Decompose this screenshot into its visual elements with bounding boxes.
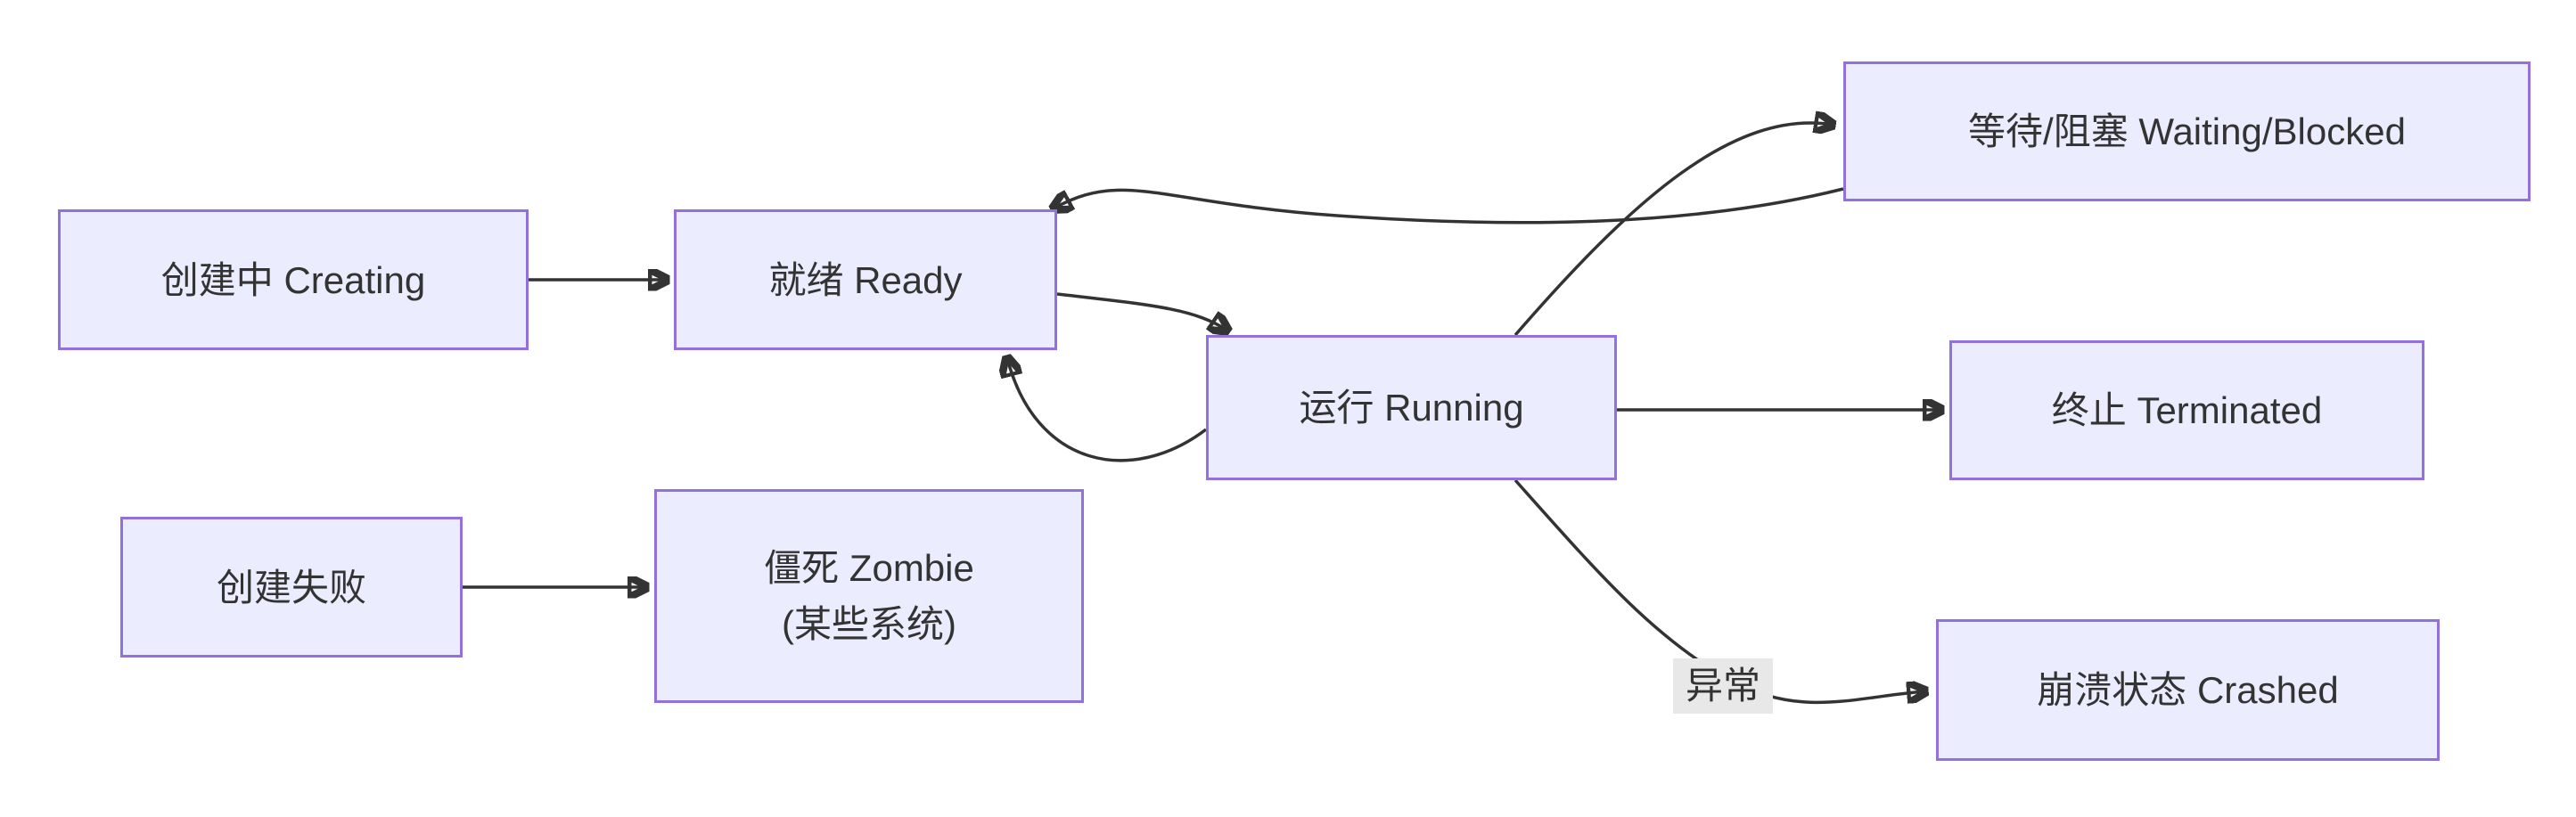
node-create-failed: 创建失败: [120, 517, 463, 658]
node-terminated-label: 终止 Terminated: [2051, 389, 2323, 431]
node-zombie-label-line2: (某些系统): [782, 603, 956, 645]
edge-running-waiting: [1514, 123, 1833, 337]
node-zombie-label-line1: 僵死 Zombie: [764, 547, 974, 589]
node-ready-label: 就绪 Ready: [768, 258, 963, 301]
node-waiting-blocked-label: 等待/阻塞 Waiting/Blocked: [1968, 110, 2406, 152]
node-create-failed-label: 创建失败: [216, 566, 366, 609]
node-zombie: 僵死 Zombie (某些系统): [654, 489, 1084, 703]
node-crashed: 崩溃状态 Crashed: [1936, 619, 2440, 761]
node-terminated: 终止 Terminated: [1949, 340, 2424, 480]
edge-running-ready: [1007, 358, 1208, 462]
edge-label-exception: 异常: [1673, 658, 1774, 715]
node-creating: 创建中 Creating: [58, 209, 529, 350]
node-creating-label: 创建中 Creating: [160, 258, 426, 301]
node-crashed-label: 崩溃状态 Crashed: [2037, 669, 2339, 711]
node-waiting-blocked: 等待/阻塞 Waiting/Blocked: [1843, 61, 2531, 201]
node-running: 运行 Running: [1206, 335, 1617, 480]
node-ready: 就绪 Ready: [674, 209, 1057, 350]
node-running-label: 运行 Running: [1299, 387, 1524, 429]
edge-ready-running: [1056, 292, 1227, 331]
edge-waiting-ready: [1054, 187, 1844, 225]
